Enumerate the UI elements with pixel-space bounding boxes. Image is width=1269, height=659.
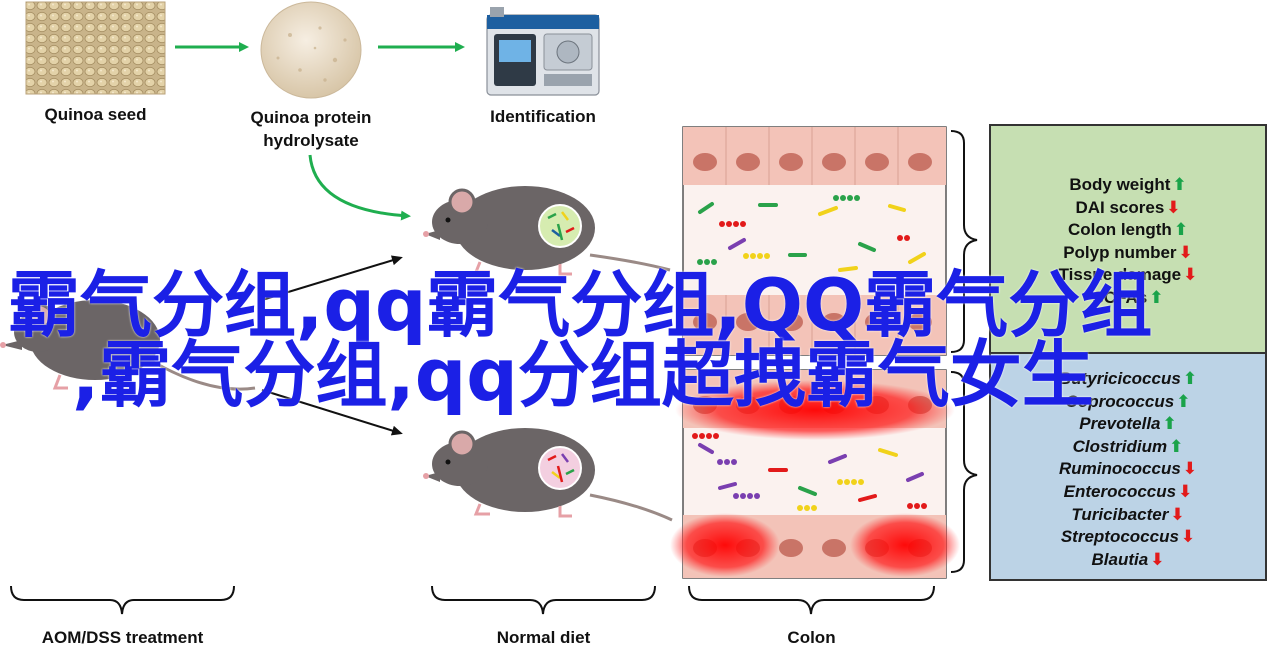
bacterium-item: Coprococcus⬆	[991, 391, 1265, 414]
up-arrow-icon: ⬆	[1182, 369, 1198, 388]
phenotype-item: Polyp number⬇	[991, 242, 1265, 265]
quinoa-protein-hydrolysate-image	[260, 1, 362, 99]
phenotype-name: DAI scores	[1075, 197, 1165, 217]
up-arrow-icon: ⬆	[1172, 175, 1187, 194]
bacteria-list: Butyricicoccus⬆Coprococcus⬆Prevotella⬆Cl…	[991, 368, 1265, 571]
quinoa-seed-label: Quinoa seed	[44, 105, 147, 124]
watermark-line1: 霸气分组,qq霸气分组,QQ霸气分组	[8, 263, 1153, 347]
arrow-to-normal-mouse	[261, 389, 403, 436]
quinoa-protein-label: Quinoa protein hydrolysate	[231, 106, 391, 152]
down-arrow-icon: ⬇	[1150, 549, 1165, 569]
aom-dss-mouse	[0, 300, 256, 392]
phenotype-name: SCFAs	[1092, 287, 1148, 307]
phenotype-item: Tissue damage⬇	[991, 264, 1265, 287]
phenotype-name: Polyp number	[1063, 242, 1177, 262]
up-arrow-icon: ⬆	[1149, 287, 1164, 307]
bacterium-item: Butyricicoccus⬆	[991, 368, 1265, 391]
bacterium-name: Coprococcus	[1065, 391, 1175, 411]
brace-colon	[688, 585, 935, 615]
arrow-to-treated-mouse	[261, 255, 403, 301]
up-arrow-icon: ⬆	[1162, 414, 1177, 434]
bacteria-panel: Butyricicoccus⬆Coprococcus⬆Prevotella⬆Cl…	[989, 352, 1267, 581]
bacterium-item: Clostridium⬆	[991, 436, 1265, 459]
identification-label: Identification	[490, 107, 596, 126]
colon-label: Colon	[787, 628, 836, 647]
up-arrow-icon: ⬆	[1173, 220, 1189, 240]
down-arrow-icon: ⬇	[1166, 197, 1181, 217]
phenotype-item: SCFAs⬆	[991, 287, 1265, 310]
down-arrow-icon: ⬇	[1178, 242, 1193, 262]
phenotype-list: Body weight⬆DAI scores⬇Colon length⬆Poly…	[991, 174, 1265, 310]
brace-lower	[950, 371, 978, 573]
phenotype-name: Tissue damage	[1058, 265, 1182, 285]
bacterium-item: Enterococcus⬇	[991, 481, 1265, 504]
normal-diet-label: Normal diet	[496, 628, 591, 647]
bacterium-item: Blautia⬇	[991, 549, 1265, 572]
down-arrow-icon: ⬇	[1178, 481, 1193, 501]
phenotype-item: DAI scores⬇	[991, 197, 1265, 220]
bacterium-item: Prevotella⬆	[991, 413, 1265, 436]
normal-diet-mouse	[423, 428, 673, 522]
bacterium-item: Ruminococcus⬇	[991, 458, 1265, 481]
brace-normal-diet	[431, 585, 656, 615]
down-arrow-icon: ⬇	[1170, 504, 1185, 524]
brace-upper	[950, 130, 978, 353]
quinoa-protein-label-line2: hydrolysate	[263, 131, 359, 150]
quinoa-treated-mouse	[423, 186, 671, 276]
phenotype-item: Body weight⬆	[991, 174, 1265, 197]
identification-instrument-image	[486, 7, 600, 96]
watermark-line2: ,霸气分组,qq分组超拽霸气女生	[72, 333, 1094, 417]
bacterium-name: Ruminococcus	[1058, 459, 1181, 479]
bacterium-item: Turicibacter⬇	[991, 504, 1265, 527]
down-arrow-icon: ⬇	[1180, 527, 1196, 547]
phenotype-name: Body weight	[1069, 175, 1171, 194]
bacterium-item: Streptococcus⬇	[991, 526, 1265, 549]
phenotype-item: Colon length⬆	[991, 219, 1265, 242]
quinoa-protein-label-line1: Quinoa protein	[250, 108, 372, 127]
phenotype-name: Colon length	[1067, 220, 1172, 240]
bacterium-name: Prevotella	[1079, 414, 1161, 434]
bacterium-name: Blautia	[1091, 549, 1149, 569]
down-arrow-icon: ⬇	[1183, 265, 1198, 285]
brace-aom-dss	[10, 585, 235, 615]
down-arrow-icon: ⬇	[1182, 459, 1198, 479]
bacterium-name: Streptococcus	[1060, 527, 1179, 547]
bacterium-name: Butyricicoccus	[1058, 369, 1181, 388]
colon-tissue-lower	[670, 369, 960, 579]
bacterium-name: Enterococcus	[1063, 481, 1177, 501]
bacterium-name: Turicibacter	[1071, 504, 1169, 524]
flow-arrow-hydrolysate-to-mouse	[308, 154, 411, 221]
phenotype-panel: Body weight⬆DAI scores⬇Colon length⬆Poly…	[989, 124, 1267, 354]
up-arrow-icon: ⬆	[1176, 391, 1191, 411]
colon-tissue-upper	[682, 126, 947, 356]
aom-dss-label: AOM/DSS treatment	[41, 628, 204, 647]
up-arrow-icon: ⬆	[1169, 436, 1184, 456]
quinoa-seed-image	[25, 1, 166, 95]
bacterium-name: Clostridium	[1072, 436, 1168, 456]
